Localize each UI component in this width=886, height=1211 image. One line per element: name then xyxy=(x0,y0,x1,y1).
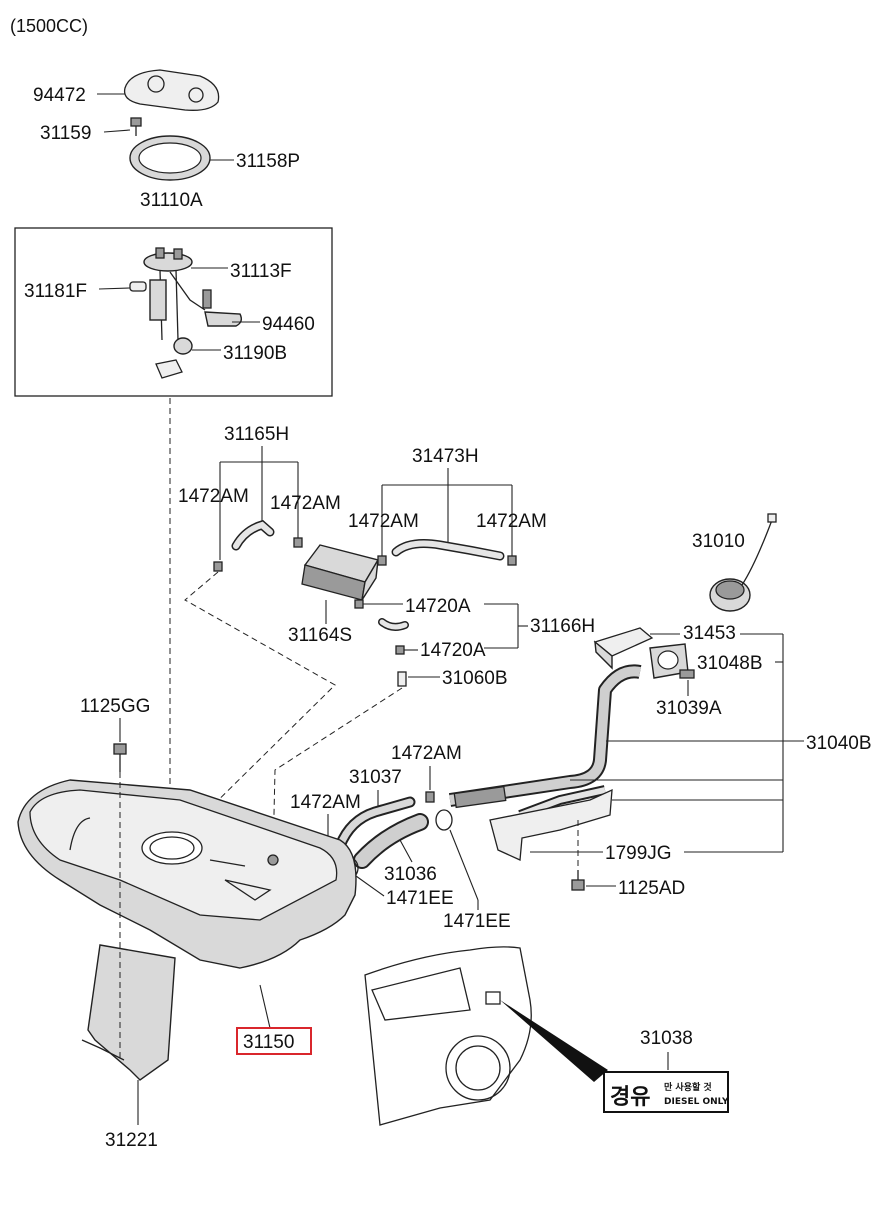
label-31150: 31150 xyxy=(243,1032,294,1053)
strainer-31190B xyxy=(155,337,193,379)
label-1471EE-a: 1471EE xyxy=(386,888,454,909)
label-94472: 94472 xyxy=(33,85,86,106)
label-31039A: 31039A xyxy=(656,698,722,719)
bolt-1125AD xyxy=(571,870,585,891)
label-31060B: 31060B xyxy=(442,668,508,689)
filler-door-31453 xyxy=(593,627,654,670)
clamp-a xyxy=(213,561,223,572)
label-31166H: 31166H xyxy=(530,616,595,637)
vapor-hose-31473H xyxy=(391,539,505,561)
filter-31181F xyxy=(129,281,147,292)
label-1125AD: 1125AD xyxy=(618,878,685,899)
lock-ring-31158P xyxy=(129,135,211,181)
label-31190B: 31190B xyxy=(223,343,287,364)
label-31453: 31453 xyxy=(683,623,736,644)
clamp-e xyxy=(425,791,435,803)
pump-module-box xyxy=(14,227,333,397)
label-31164S: 31164S xyxy=(288,625,352,646)
label-31048B: 31048B xyxy=(697,653,763,674)
label-94460: 94460 xyxy=(262,314,315,335)
vent-hose-31165H xyxy=(231,519,275,551)
label-31113F: 31113F xyxy=(230,261,292,282)
clamp-b xyxy=(293,537,303,548)
clamp-14720A-b xyxy=(395,645,405,655)
label-31165H: 31165H xyxy=(224,424,289,445)
label-31037: 31037 xyxy=(349,767,402,788)
gasket-31048B xyxy=(649,643,689,679)
screw-31039A xyxy=(679,669,695,679)
label-31110A: 31110A xyxy=(140,190,203,211)
clamp-d xyxy=(507,555,517,566)
highlight-box-31150 xyxy=(236,1027,312,1055)
diesel-only-decal-31038: 경유 만 사용할 것 DIESEL ONLY xyxy=(603,1071,729,1113)
label-1471EE-b: 1471EE xyxy=(443,911,511,932)
label-31473H: 31473H xyxy=(412,446,479,467)
label-1799JG: 1799JG xyxy=(605,843,672,864)
sender-94460 xyxy=(202,289,243,327)
fuel-pump-assembly xyxy=(143,247,206,341)
fuel-cap-31010 xyxy=(709,513,777,612)
label-31036: 31036 xyxy=(384,864,437,885)
connector-31060B xyxy=(397,671,407,687)
label-31010: 31010 xyxy=(692,531,745,552)
label-31040B: 31040B xyxy=(806,733,872,754)
label-14720A-a: 14720A xyxy=(405,596,471,617)
decal-main-text: 경유 xyxy=(610,1085,650,1110)
clamp-14720A-a xyxy=(354,599,364,609)
decal-line2: DIESEL ONLY xyxy=(664,1097,729,1107)
canister-31164S xyxy=(301,544,380,601)
filler-hose-31036 xyxy=(353,813,429,869)
clamp-c xyxy=(377,555,387,566)
label-31221: 31221 xyxy=(105,1130,158,1151)
protector-31221 xyxy=(81,944,176,1081)
label-14720A-b: 14720A xyxy=(420,640,486,661)
label-1472AM-c: 1472AM xyxy=(348,511,419,532)
bolt-31159 xyxy=(130,117,142,136)
label-1125GG: 1125GG xyxy=(80,696,150,717)
label-1472AM-a: 1472AM xyxy=(178,486,249,507)
hose-clamp-1471EE-b xyxy=(435,809,453,831)
bolt-1125GG xyxy=(113,743,127,772)
label-1472AM-d: 1472AM xyxy=(476,511,547,532)
label-1472AM-e: 1472AM xyxy=(391,743,462,764)
label-1472AM-b: 1472AM xyxy=(270,493,341,514)
fuel-tank-31150 xyxy=(17,779,357,969)
label-31181F: 31181F xyxy=(24,281,87,302)
hose-31166H xyxy=(378,618,409,631)
label-31158P: 31158P xyxy=(236,151,300,172)
access-cover-94472 xyxy=(123,69,220,111)
car-rear-quarter-illustration xyxy=(364,946,608,1126)
engine-variant-label: (1500CC) xyxy=(10,16,88,36)
label-1472AM-f: 1472AM xyxy=(290,792,361,813)
label-31159: 31159 xyxy=(40,123,91,144)
bracket-1799JG xyxy=(489,788,613,861)
decal-line1: 만 사용할 것 xyxy=(664,1081,712,1093)
label-31038: 31038 xyxy=(640,1028,693,1049)
